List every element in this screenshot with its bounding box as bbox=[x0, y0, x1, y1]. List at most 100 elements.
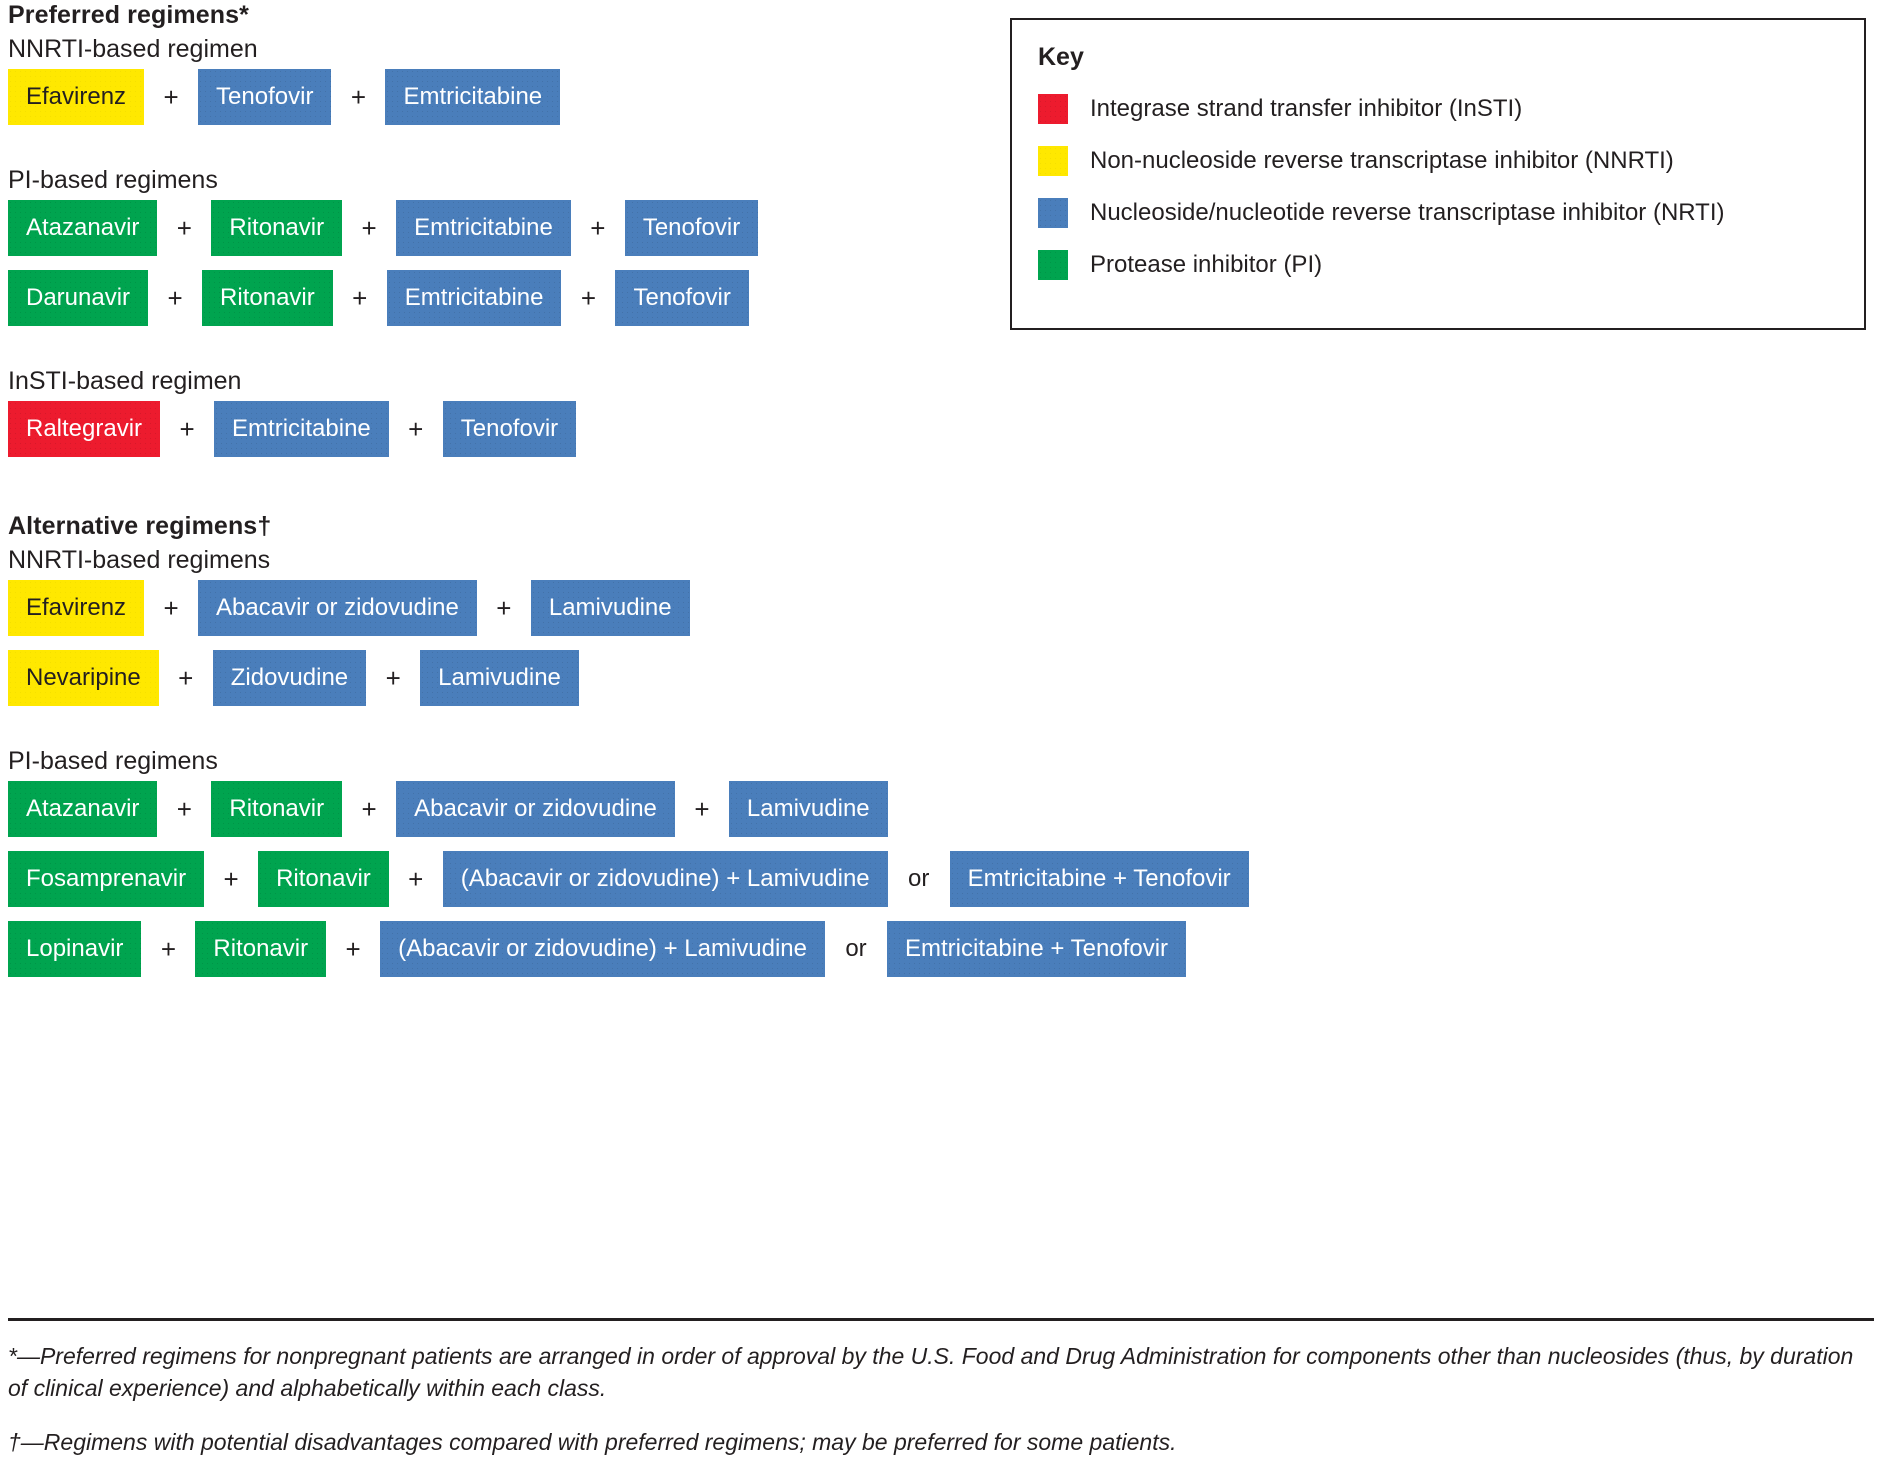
drug-box-nnrti[interactable]: Nevaripine bbox=[8, 650, 159, 706]
plus-operator: + bbox=[361, 213, 377, 243]
regimen-row: Lopinavir+Ritonavir+(Abacavir or zidovud… bbox=[8, 921, 1187, 977]
drug-label: Tenofovir bbox=[642, 214, 741, 241]
drug-label: Tenofovir bbox=[216, 83, 314, 110]
group-label: InSTI-based regimen bbox=[8, 367, 242, 395]
plus-operator: + bbox=[163, 82, 179, 112]
drug-label: Emtricitabine bbox=[414, 214, 553, 241]
plus-operator: + bbox=[178, 663, 194, 693]
key-entry: Non-nucleoside reverse transcriptase inh… bbox=[1038, 146, 1838, 176]
drug-box-nrti[interactable]: Abacavir or zidovudine bbox=[396, 781, 675, 837]
drug-label: Emtricitabine bbox=[403, 83, 543, 110]
plus-operator: + bbox=[350, 82, 367, 112]
drug-box-pi[interactable]: Darunavir bbox=[8, 270, 149, 326]
drug-label: Abacavir or zidovudine bbox=[216, 594, 459, 621]
footnote: †—Regimens with potential disadvantages … bbox=[8, 1429, 1177, 1455]
regimen-row: Fosamprenavir+Ritonavir+(Abacavir or zid… bbox=[8, 851, 1249, 907]
drug-box-nrti[interactable]: Lamivudine bbox=[530, 580, 690, 636]
group-label: PI-based regimens bbox=[8, 166, 218, 194]
or-operator: or bbox=[907, 865, 930, 892]
drug-box-pi[interactable]: Atazanavir bbox=[8, 781, 158, 837]
drug-label: Atazanavir bbox=[26, 214, 140, 241]
group-spacer bbox=[8, 471, 1018, 511]
drug-label: Lopinavir bbox=[26, 935, 124, 962]
key-entry-label: Nucleoside/nucleotide reverse transcript… bbox=[1090, 199, 1725, 226]
plus-operator: + bbox=[580, 283, 597, 313]
drug-box-nrti[interactable]: Tenofovir bbox=[442, 401, 577, 457]
drug-label: (Abacavir or zidovudine) + Lamivudine bbox=[460, 865, 870, 892]
plus-operator: + bbox=[590, 213, 606, 243]
key-color-swatch-nnrti bbox=[1038, 146, 1068, 176]
drug-label: Nevaripine bbox=[26, 664, 141, 691]
drug-label: Emtricitabine bbox=[404, 284, 544, 311]
drug-label: Tenofovir bbox=[460, 415, 559, 442]
drug-box-nrti[interactable]: Tenofovir bbox=[198, 69, 332, 125]
drug-box-nrti[interactable]: Emtricitabine bbox=[396, 200, 571, 256]
key-entry: Nucleoside/nucleotide reverse transcript… bbox=[1038, 198, 1838, 228]
plus-operator: + bbox=[385, 663, 401, 693]
drug-box-nrti[interactable]: Emtricitabine bbox=[386, 270, 562, 326]
drug-label: Emtricitabine + Tenofovir bbox=[967, 865, 1231, 892]
regimen-row: Raltegravir+Emtricitabine+Tenofovir bbox=[8, 401, 1018, 457]
drug-label: Lamivudine bbox=[746, 795, 870, 822]
drug-label: Abacavir or zidovudine bbox=[414, 795, 657, 822]
plus-operator: + bbox=[694, 794, 710, 824]
drug-box-nrti[interactable]: Tenofovir bbox=[615, 270, 750, 326]
plus-operator: + bbox=[176, 794, 192, 824]
drug-label: Fosamprenavir bbox=[26, 865, 187, 892]
drug-label: Ritonavir bbox=[213, 935, 309, 962]
drug-box-nrti[interactable]: Emtricitabine + Tenofovir bbox=[887, 921, 1187, 977]
drug-box-nrti[interactable]: Abacavir or zidovudine bbox=[198, 580, 477, 636]
drug-box-nrti[interactable]: Tenofovir bbox=[624, 200, 759, 256]
key-entry-list: Integrase strand transfer inhibitor (InS… bbox=[1038, 94, 1838, 280]
drug-box-nrti[interactable]: Lamivudine bbox=[420, 650, 579, 706]
drug-box-pi[interactable]: Fosamprenavir bbox=[8, 851, 205, 907]
drug-label: Lamivudine bbox=[548, 594, 672, 621]
drug-label: Atazanavir bbox=[26, 795, 140, 822]
drug-label: Raltegravir bbox=[26, 415, 143, 442]
drug-label: Ritonavir bbox=[229, 214, 325, 241]
drug-box-nrti[interactable]: (Abacavir or zidovudine) + Lamivudine bbox=[380, 921, 825, 977]
drug-box-pi[interactable]: Atazanavir bbox=[8, 200, 158, 256]
plus-operator: + bbox=[176, 213, 192, 243]
drug-box-pi[interactable]: Ritonavir bbox=[202, 270, 333, 326]
or-operator: or bbox=[845, 935, 867, 962]
drug-label: Efavirenz bbox=[26, 83, 127, 110]
drug-box-nrti[interactable]: Lamivudine bbox=[728, 781, 888, 837]
drug-box-pi[interactable]: Ritonavir bbox=[211, 781, 343, 837]
group-spacer bbox=[8, 139, 1018, 165]
drug-box-nrti[interactable]: Zidovudine bbox=[212, 650, 367, 706]
drug-box-nnrti[interactable]: Efavirenz bbox=[8, 69, 145, 125]
drug-box-pi[interactable]: Lopinavir bbox=[8, 921, 142, 977]
drug-box-pi[interactable]: Ritonavir bbox=[195, 921, 327, 977]
key-entry: Protease inhibitor (PI) bbox=[1038, 250, 1838, 280]
drug-box-nnrti[interactable]: Efavirenz bbox=[8, 580, 145, 636]
footnote: *—Preferred regimens for nonpregnant pat… bbox=[8, 1343, 1854, 1401]
drug-box-nrti[interactable]: (Abacavir or zidovudine) + Lamivudine bbox=[442, 851, 888, 907]
drug-label: Ritonavir bbox=[276, 865, 371, 892]
key-entry-label: Integrase strand transfer inhibitor (InS… bbox=[1090, 95, 1523, 122]
drug-box-nrti[interactable]: Emtricitabine bbox=[214, 401, 389, 457]
drug-label: Emtricitabine + Tenofovir bbox=[905, 935, 1169, 962]
group-spacer bbox=[8, 720, 1018, 746]
drug-box-insti[interactable]: Raltegravir bbox=[8, 401, 161, 457]
drug-label: Darunavir bbox=[26, 284, 131, 311]
group-label: NNRTI-based regimens bbox=[8, 546, 271, 574]
plus-operator: + bbox=[352, 283, 368, 313]
regimen-row: Atazanavir + Ritonavir + Emtricitabine + Tenof… bbox=[8, 200, 1018, 256]
drug-label: Lamivudine bbox=[438, 664, 561, 691]
drug-box-nrti[interactable]: Emtricitabine bbox=[385, 69, 561, 125]
key-title: Key bbox=[1038, 43, 1084, 71]
drug-box-pi[interactable]: Ritonavir bbox=[258, 851, 389, 907]
drug-label: Tenofovir bbox=[633, 284, 731, 311]
footnote-divider-rule bbox=[8, 1318, 1874, 1321]
drug-box-nrti[interactable]: Emtricitabine + Tenofovir bbox=[949, 851, 1249, 907]
key-legend-box: Key Integrase strand transfer inhibitor … bbox=[1010, 18, 1866, 330]
key-entry: Integrase strand transfer inhibitor (InS… bbox=[1038, 94, 1838, 124]
drug-box-pi[interactable]: Ritonavir bbox=[211, 200, 343, 256]
plus-operator: + bbox=[345, 934, 361, 964]
plus-operator: + bbox=[223, 864, 239, 894]
drug-label: (Abacavir or zidovudine) + Lamivudine bbox=[398, 935, 807, 962]
regimen-row: Darunavir+Ritonavir+Emtricitabine+Tenofo… bbox=[8, 270, 1018, 326]
